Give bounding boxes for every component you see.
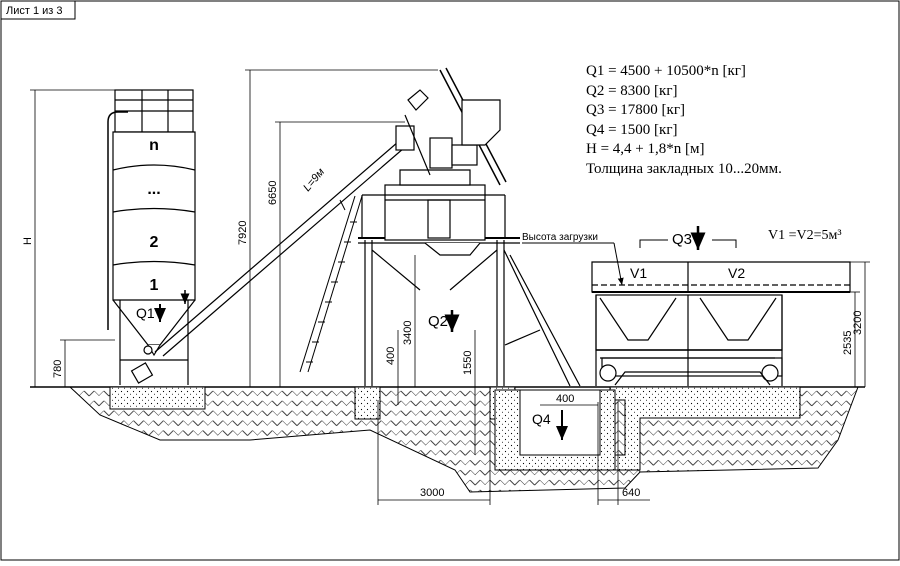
q4-label: Q4 [532, 411, 551, 427]
legend-line: Q4 = 1500 [кг] [586, 121, 678, 138]
sheet-tab [0, 0, 76, 20]
dim-640: 640 [622, 487, 640, 499]
dim-1550: 1550 [462, 351, 474, 375]
q3-label: Q3 [672, 231, 692, 248]
mixer-structure [358, 67, 581, 387]
conveyor-length: L=9м [301, 166, 327, 194]
ground [30, 386, 865, 493]
legend-line: Q2 = 8300 [кг] [586, 82, 678, 99]
silo-section-1: 1 [150, 277, 159, 294]
legend-line: Q1 = 4500 + 10500*n [кг] [586, 63, 746, 79]
q2-label: Q2 [428, 313, 448, 330]
dim-6650: 6650 [267, 181, 279, 205]
ladder [299, 195, 363, 373]
cement-silo [107, 89, 196, 385]
mixer-foundation-left [354, 386, 381, 420]
dim-h: H [22, 237, 34, 245]
dim-2535: 2535 [842, 331, 854, 355]
dim-400-pit: 400 [556, 393, 574, 405]
legend-line: Q3 = 17800 [кг] [586, 102, 685, 118]
hopper-v1: V1 [630, 265, 647, 281]
dimensions [30, 69, 870, 505]
dim-780: 780 [52, 360, 64, 378]
silo-section-2: 2 [150, 234, 159, 251]
loading-height-label: Высота загрузки [522, 232, 598, 243]
hopper-v2: V2 [728, 265, 745, 281]
sheet-number: Лист 1 из 3 [6, 5, 63, 17]
silo-section-dots: ... [147, 181, 160, 198]
q1-label: Q1 [136, 305, 155, 321]
legend-line: H = 4,4 + 1,8*n [м] [586, 141, 705, 157]
silo-section-n: n [149, 137, 159, 154]
screw-conveyor [154, 125, 415, 357]
loads-legend: Q1 = 4500 + 10500*n [кг] Q2 = 8300 [кг] … [586, 62, 782, 179]
dim-400-leg: 400 [385, 347, 397, 365]
aggregate-hoppers [591, 261, 851, 386]
dim-3000: 3000 [420, 487, 444, 499]
silo-foundation [109, 386, 206, 410]
legend-line: Толщина закладных 10...20мм. [586, 160, 782, 177]
dim-3200: 3200 [852, 311, 864, 335]
hopper-volumes: V1 =V2=5м³ [768, 228, 842, 243]
pit [519, 389, 601, 456]
dim-7920: 7920 [237, 221, 249, 245]
dim-3400: 3400 [402, 321, 414, 345]
